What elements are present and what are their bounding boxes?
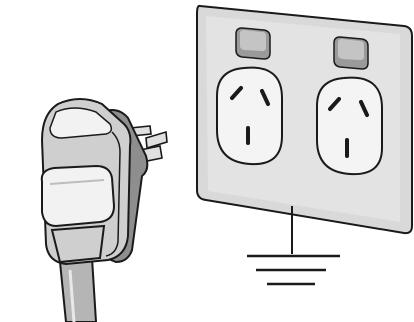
left-switch bbox=[235, 27, 271, 60]
plug-cable bbox=[58, 256, 98, 322]
plug-top-highlight bbox=[49, 107, 113, 139]
plug-side-ridge bbox=[105, 131, 121, 257]
right-socket bbox=[316, 76, 383, 176]
plug-pin-earth bbox=[145, 130, 168, 150]
plug bbox=[40, 98, 168, 322]
left-socket-neutral-slot bbox=[260, 89, 270, 106]
left-socket-active-slot bbox=[230, 86, 243, 100]
right-socket-active-slot bbox=[328, 97, 341, 111]
plug-neck bbox=[50, 224, 106, 264]
right-socket-neutral-slot bbox=[359, 100, 369, 117]
right-switch bbox=[333, 36, 369, 70]
wall-plate bbox=[196, 4, 413, 235]
earth-ground-symbol bbox=[247, 206, 340, 286]
left-socket bbox=[216, 66, 283, 166]
plug-grip bbox=[40, 164, 116, 228]
